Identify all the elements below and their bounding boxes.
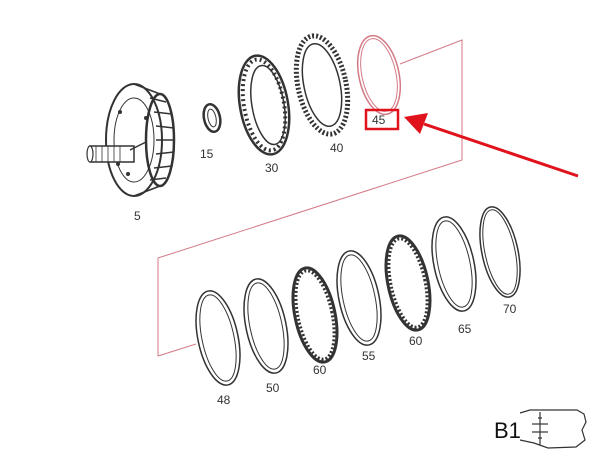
label-55: 55 — [362, 349, 376, 363]
brake-b1-icon — [519, 409, 587, 449]
label-70: 70 — [503, 302, 517, 316]
plate-50 — [243, 278, 289, 374]
label-48: 48 — [217, 393, 231, 407]
pointer-arrow — [404, 113, 579, 178]
snap-ring-70 — [479, 206, 521, 298]
label-65: 65 — [458, 322, 472, 336]
plate-55 — [336, 250, 382, 346]
disc-60-a — [291, 266, 339, 364]
label-60-a: 60 — [313, 363, 327, 377]
ring-45 — [356, 34, 402, 116]
label-50: 50 — [266, 381, 280, 395]
one-way-clutch-30 — [237, 54, 291, 156]
label-30: 30 — [265, 161, 279, 175]
label-45: 45 — [372, 113, 386, 127]
label-40: 40 — [330, 141, 344, 155]
hub-part — [86, 83, 176, 197]
snap-ring-15 — [202, 102, 222, 134]
disc-60-b — [384, 234, 432, 332]
highlight-box-45 — [364, 108, 400, 131]
clutch-disc-40 — [293, 33, 351, 137]
label-5: 5 — [134, 209, 141, 223]
label-15: 15 — [200, 147, 214, 161]
label-b1: B1 — [494, 418, 521, 443]
assembly-bracket — [157, 39, 463, 357]
plate-48 — [195, 290, 241, 386]
label-60-b: 60 — [409, 334, 423, 348]
plate-65 — [431, 216, 477, 312]
